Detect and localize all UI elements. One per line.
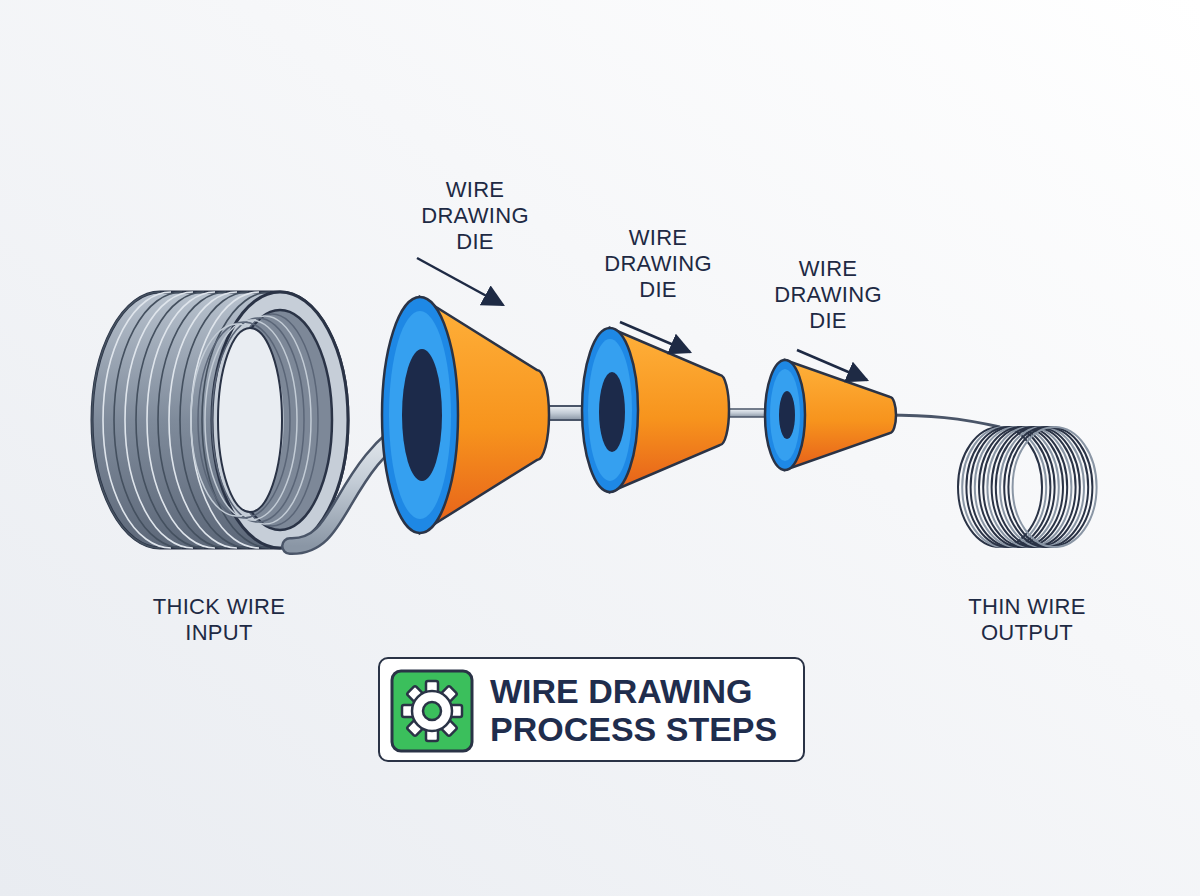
gear-icon <box>390 669 474 753</box>
title-box: WIRE DRAWING PROCESS STEPS <box>378 657 805 762</box>
output-label: THIN WIRE OUTPUT <box>952 594 1102 646</box>
drawing-die <box>765 360 896 470</box>
die-label: WIRE DRAWING DIE <box>774 256 882 334</box>
die-label: WIRE DRAWING DIE <box>421 177 529 255</box>
output-coil <box>958 427 1097 547</box>
die-label: WIRE DRAWING DIE <box>604 225 712 303</box>
drawing-die <box>582 328 729 492</box>
input-coil <box>92 292 348 548</box>
diagram-title: WIRE DRAWING PROCESS STEPS <box>490 672 780 748</box>
input-label: THICK WIRE INPUT <box>137 594 302 646</box>
drawing-die <box>382 297 549 533</box>
